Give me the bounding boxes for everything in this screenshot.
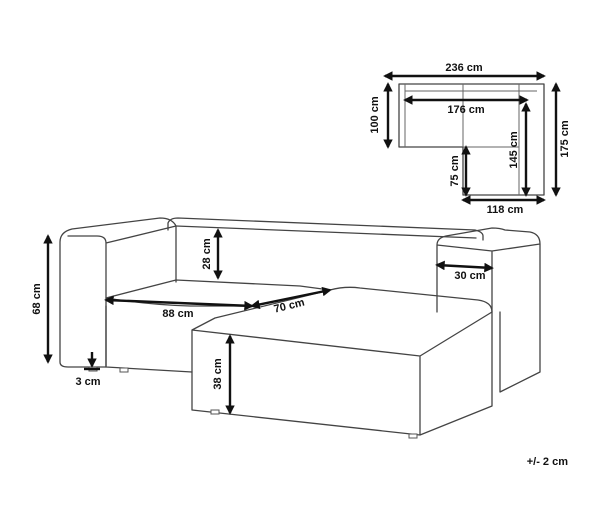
label-seat-depth: 70 cm [273, 296, 306, 315]
sofa-view: 68 cm 28 cm 30 cm 88 cm 70 cm 38 cm 3 cm [31, 217, 541, 439]
label-seat-height: 38 cm [212, 358, 224, 389]
label-chaise-length: 145 cm [508, 131, 520, 169]
right-armrest [436, 227, 541, 393]
label-leg-height: 3 cm [75, 376, 100, 388]
dim-line-seat-width [104, 295, 254, 311]
label-overall-depth: 175 cm [559, 120, 571, 158]
foot-chaise-right [408, 433, 418, 439]
label-overall-width: 236 cm [445, 62, 483, 74]
plan-inner-lines [404, 84, 537, 195]
chaise [191, 286, 493, 436]
foot-mid [119, 367, 129, 373]
label-chaise-offset: 75 cm [449, 155, 461, 186]
tolerance-note: +/- 2 cm [527, 456, 568, 468]
backrest [167, 217, 484, 241]
dim-line-seat-depth [250, 286, 332, 310]
label-seat-width: 88 cm [162, 308, 193, 320]
label-armrest-width: 30 cm [454, 270, 485, 282]
dim-line-armrest-width [435, 260, 494, 273]
label-back-depth: 100 cm [369, 96, 381, 134]
foot-chaise-front [210, 409, 220, 415]
seat-cushion [105, 279, 331, 373]
label-total-height: 68 cm [31, 283, 43, 314]
label-inner-width: 176 cm [447, 104, 485, 116]
plan-view: 236 cm 176 cm 100 cm 145 cm 175 cm 75 cm… [369, 62, 571, 216]
label-backrest-height: 28 cm [201, 238, 213, 269]
label-chaise-width: 118 cm [487, 204, 524, 216]
left-armrest [59, 217, 177, 368]
